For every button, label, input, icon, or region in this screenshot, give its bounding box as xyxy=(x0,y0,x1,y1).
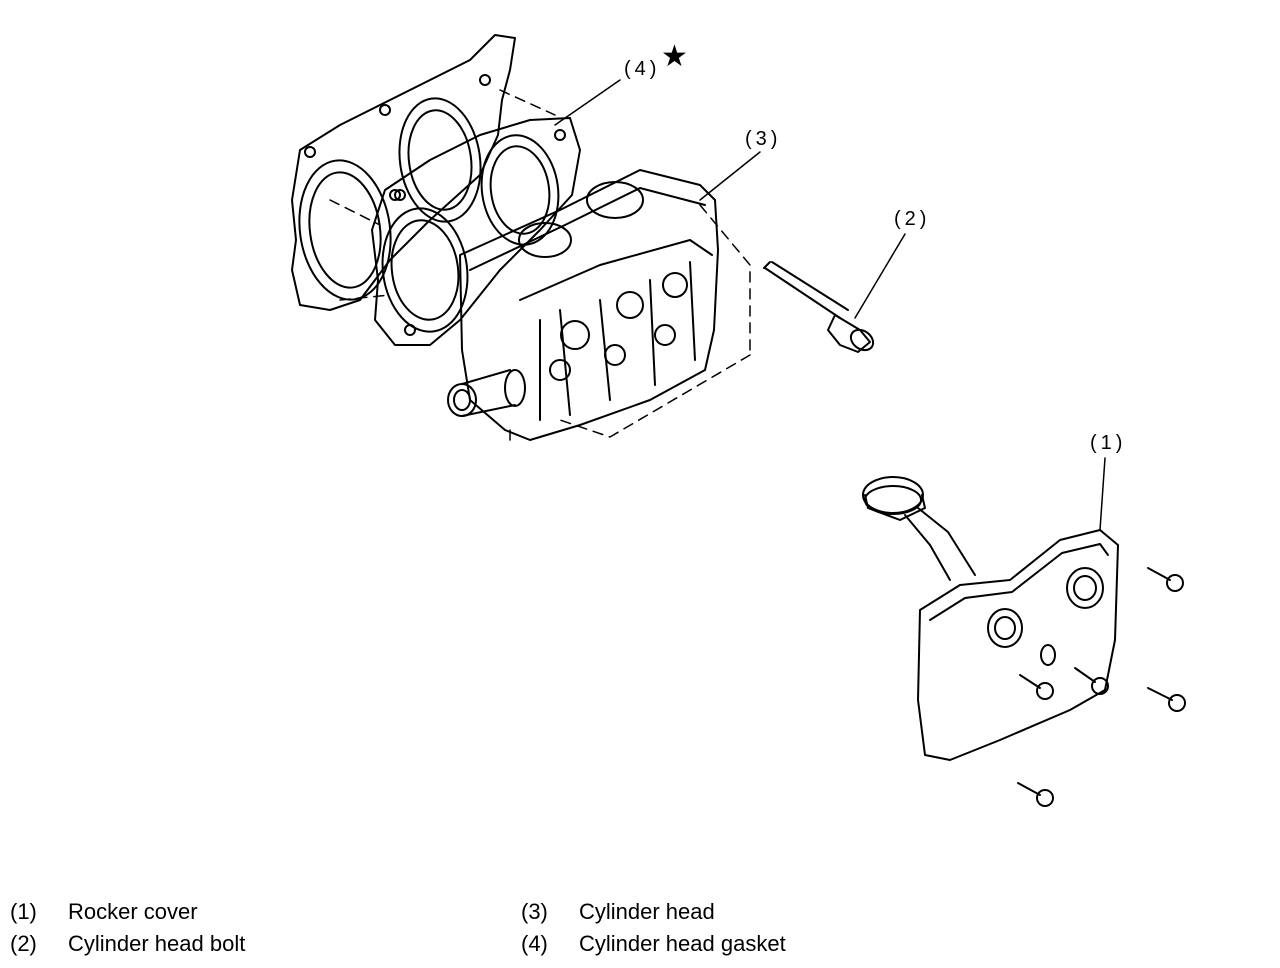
legend-number: (4) xyxy=(521,931,548,956)
legend-number: (2) xyxy=(10,931,37,956)
legend-item: (2) Cylinder head bolt xyxy=(10,928,245,960)
legend-right: (3) Cylinder head (4) Cylinder head gask… xyxy=(521,896,786,960)
legend-number: (3) xyxy=(521,899,548,924)
legend-number: (1) xyxy=(10,899,37,924)
callout-2: (2) xyxy=(894,208,931,230)
legend-left: (1) Rocker cover (2) Cylinder head bolt xyxy=(10,896,245,960)
rocker-cover-bolts xyxy=(1017,567,1186,807)
legend-label: Rocker cover xyxy=(68,899,198,924)
leader-lines xyxy=(554,79,1106,531)
callout-1: (1) xyxy=(1090,432,1127,454)
rocker-cover xyxy=(862,476,1119,761)
callout-4: (4) xyxy=(624,58,661,80)
cylinder-head-gasket xyxy=(291,34,581,346)
callout-3: (3) xyxy=(745,128,782,150)
legend-item: (1) Rocker cover xyxy=(10,896,245,928)
projection-lines xyxy=(329,89,751,446)
legend-item: (4) Cylinder head gasket xyxy=(521,928,786,960)
star-icon: ★ xyxy=(661,40,688,73)
cylinder-head xyxy=(447,169,719,441)
exploded-view-diagram xyxy=(291,34,1186,807)
legend-label: Cylinder head gasket xyxy=(579,931,786,956)
legend-item: (3) Cylinder head xyxy=(521,896,786,928)
legend-label: Cylinder head xyxy=(579,899,715,924)
legend-label: Cylinder head bolt xyxy=(68,931,246,956)
cylinder-head-bolt xyxy=(763,261,875,353)
